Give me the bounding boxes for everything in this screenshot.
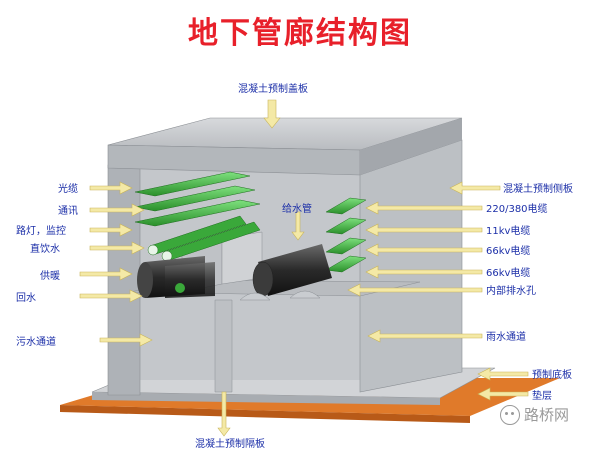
pointer-arrows	[79, 99, 529, 437]
watermark: 路桥网	[500, 404, 569, 425]
label-cover-plate: 混凝土预制盖板	[238, 84, 308, 95]
drinking-water-pipes	[147, 215, 261, 262]
label-drain-hole: 内部排水孔	[486, 286, 536, 297]
watermark-text: 路桥网	[524, 406, 570, 424]
cable-trays-left	[134, 171, 261, 227]
label-cushion-layer: 垫层	[532, 391, 552, 402]
water-supply-pipe	[252, 244, 332, 297]
label-220-380-cable: 220/380电缆	[486, 204, 548, 215]
label-water-supply-pipe: 给水管	[282, 204, 312, 215]
label-side-panel: 混凝土预制侧板	[503, 184, 573, 195]
label-bottom-partition: 混凝土预制隔板	[195, 439, 265, 450]
vertical-partition	[214, 299, 233, 393]
heating-pipes	[137, 256, 215, 298]
label-base-plate: 预制底板	[532, 370, 572, 381]
label-66kv-cable-b: 66kv电缆	[486, 268, 531, 279]
cable-trays-right	[325, 197, 367, 273]
diagram-title: 地下管廊结构图	[188, 16, 412, 51]
label-drinking-water: 直饮水	[30, 244, 60, 255]
label-comms: 通讯	[58, 206, 78, 217]
label-optical-cable: 光缆	[58, 184, 78, 195]
label-66kv-cable-a: 66kv电缆	[486, 246, 531, 257]
label-11kv-cable: 11kv电缆	[486, 226, 531, 237]
right-side-panel	[359, 139, 463, 393]
label-heating: 供暖	[40, 271, 60, 282]
wechat-icon	[500, 404, 520, 425]
label-rain-channel: 雨水通道	[486, 332, 526, 343]
label-lighting-monitoring: 路灯，监控	[16, 226, 66, 237]
label-return-water: 回水	[16, 293, 36, 304]
label-sewage-channel: 污水通道	[16, 337, 56, 348]
